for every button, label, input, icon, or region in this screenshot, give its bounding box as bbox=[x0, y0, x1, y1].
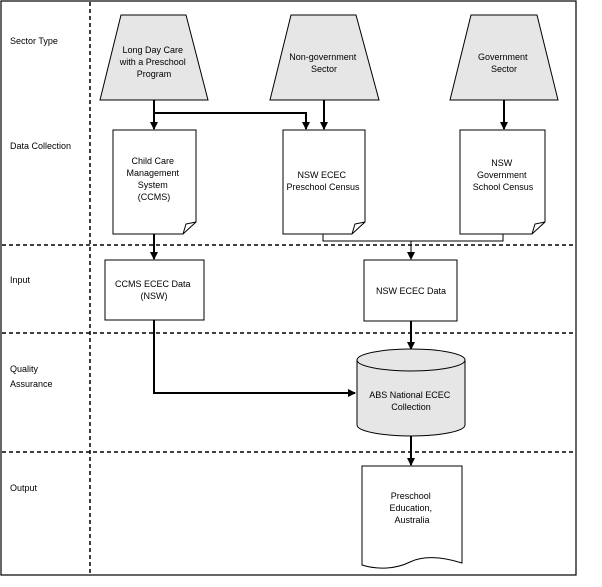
sector-non-government-label: Non-government Sector bbox=[289, 52, 359, 74]
collection-ccms-shape bbox=[112, 129, 197, 235]
collection-ecec-census-label: NSW ECEC Preschool Census bbox=[286, 170, 360, 192]
output-preschool-education-label: Preschool Education, Australia bbox=[389, 491, 434, 525]
sector-government-shape bbox=[449, 14, 559, 101]
collection-school-census-label: NSW Government School Census bbox=[473, 158, 534, 192]
lane-label-output: Output bbox=[10, 483, 38, 493]
qa-abs-collection-label: ABS National ECEC Collection bbox=[369, 390, 453, 412]
connector-ecec-census-to-ecec-data bbox=[322, 234, 415, 260]
input-nsw-ecec-data-label: NSW ECEC Data bbox=[376, 286, 446, 296]
sector-long-day-care-label: Long Day Care with a Preschool Program bbox=[119, 45, 189, 79]
lane-label-data-collection: Data Collection bbox=[10, 141, 71, 151]
input-ccms-ecec-data-box bbox=[104, 259, 205, 321]
collection-school-census-shape bbox=[459, 129, 546, 235]
connector-long-day-care-to-ecec-census bbox=[154, 112, 310, 130]
lane-label-sector-type: Sector Type bbox=[10, 36, 58, 46]
connector-ccms-data-to-abs-collection bbox=[153, 320, 356, 397]
diagram-border bbox=[0, 0, 577, 576]
input-nsw-ecec-data-box bbox=[363, 259, 458, 322]
input-ccms-ecec-data-label: CCMS ECEC Data (NSW) bbox=[115, 279, 193, 301]
collection-ccms-label: Child Care Management System (CCMS) bbox=[126, 156, 181, 202]
sector-government-label: Government Sector bbox=[478, 52, 530, 74]
lane-label-input: Input bbox=[10, 275, 31, 285]
qa-abs-collection-cylinder bbox=[356, 348, 466, 437]
connector-school-census-to-ecec-data bbox=[411, 234, 504, 242]
output-preschool-education-shape bbox=[361, 465, 463, 569]
lane-label-quality-assurance: Quality Assurance bbox=[10, 364, 53, 389]
sector-non-government-shape bbox=[269, 14, 380, 101]
sector-long-day-care-shape bbox=[99, 14, 209, 101]
collection-ecec-census-shape bbox=[282, 129, 366, 235]
